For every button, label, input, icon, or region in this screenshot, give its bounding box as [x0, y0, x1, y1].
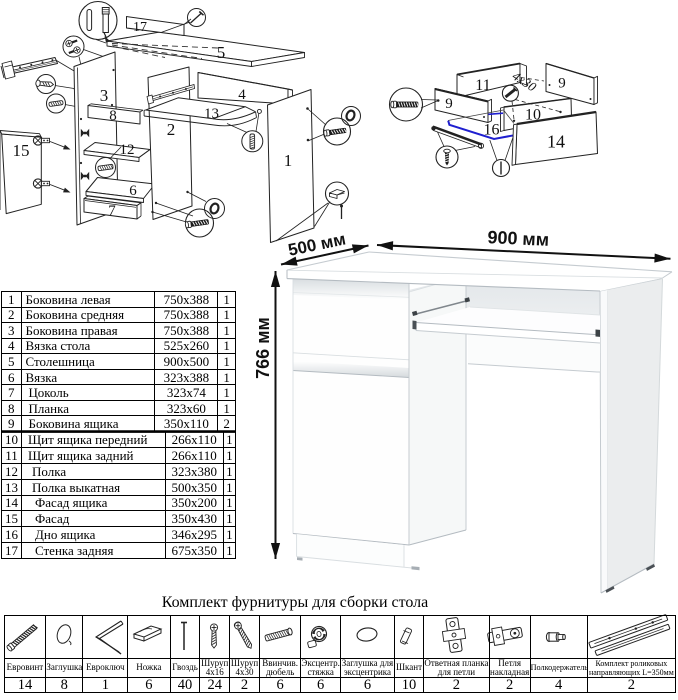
svg-text:4: 4 — [238, 87, 246, 103]
svg-text:3: 3 — [100, 86, 109, 105]
svg-text:5: 5 — [217, 43, 226, 62]
svg-text:17: 17 — [133, 20, 147, 35]
svg-text:11: 11 — [475, 77, 490, 94]
svg-text:6: 6 — [129, 183, 137, 199]
svg-text:2: 2 — [167, 120, 176, 139]
svg-text:7: 7 — [108, 203, 116, 219]
svg-text:9: 9 — [558, 76, 566, 92]
svg-text:15: 15 — [13, 141, 30, 160]
svg-text:900 мм: 900 мм — [487, 227, 550, 250]
svg-text:1: 1 — [284, 151, 293, 170]
svg-text:14: 14 — [547, 132, 565, 152]
svg-text:766 мм: 766 мм — [253, 317, 273, 379]
svg-text:16: 16 — [484, 122, 500, 139]
svg-text:12: 12 — [120, 142, 135, 158]
svg-text:10: 10 — [525, 107, 541, 124]
svg-text:9: 9 — [445, 96, 453, 112]
svg-text:8: 8 — [109, 108, 117, 124]
svg-text:13: 13 — [204, 106, 219, 122]
